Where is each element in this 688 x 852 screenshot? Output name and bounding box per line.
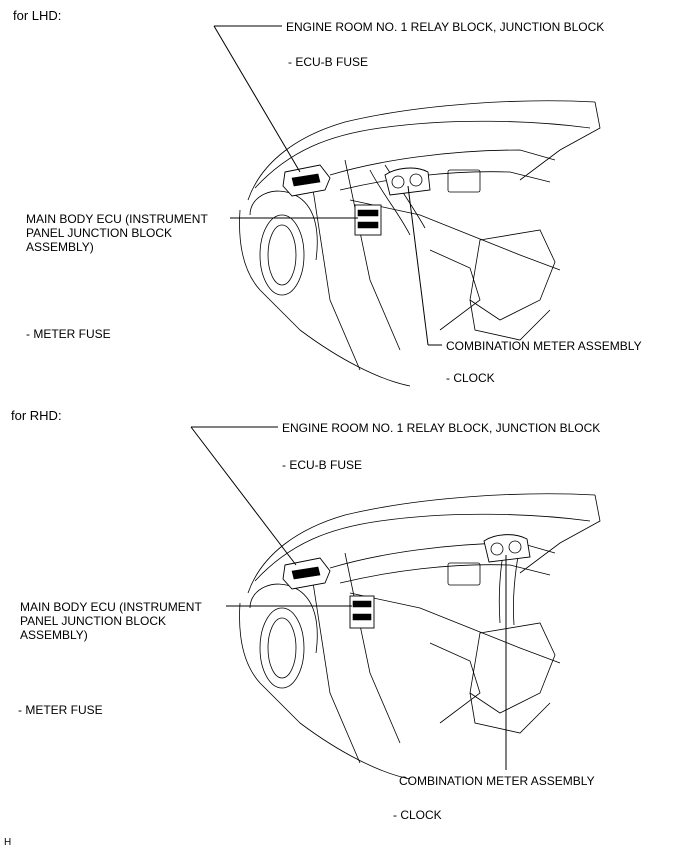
rhd-clock-label: - CLOCK: [393, 808, 442, 822]
lhd-ecub-fuse-label: - ECU-B FUSE: [288, 55, 369, 69]
lhd-meter-leader-v: [407, 185, 429, 346]
rhd-meter-fuse-label: - METER FUSE: [18, 703, 103, 717]
lhd-meter-fuse-label: - METER FUSE: [26, 327, 111, 341]
rhd-header: for RHD:: [11, 408, 62, 423]
lhd-relay-leader-d: [213, 25, 301, 173]
lhd-combination-meter-label: COMBINATION METER ASSEMBLY: [446, 339, 642, 353]
footer-mark: H: [4, 837, 12, 848]
rhd-combination-meter-label: COMBINATION METER ASSEMBLY: [399, 774, 595, 788]
rhd-ecub-fuse-label: - ECU-B FUSE: [282, 458, 363, 472]
lhd-clock-label: - CLOCK: [446, 371, 495, 385]
lhd-relay-block-label: ENGINE ROOM NO. 1 RELAY BLOCK, JUNCTION …: [286, 20, 605, 34]
lhd-car-illustration: [239, 100, 601, 387]
rhd-relay-leader-d: [190, 426, 297, 566]
rhd-relay-block-label: ENGINE ROOM NO. 1 RELAY BLOCK, JUNCTION …: [282, 421, 601, 435]
rhd-car-illustration: [239, 493, 601, 780]
lhd-header: for LHD:: [13, 8, 62, 23]
rhd-main-body-ecu-label: MAIN BODY ECU (INSTRUMENT PANEL JUNCTION…: [20, 600, 202, 642]
lhd-main-body-ecu-label: MAIN BODY ECU (INSTRUMENT PANEL JUNCTION…: [26, 212, 208, 254]
